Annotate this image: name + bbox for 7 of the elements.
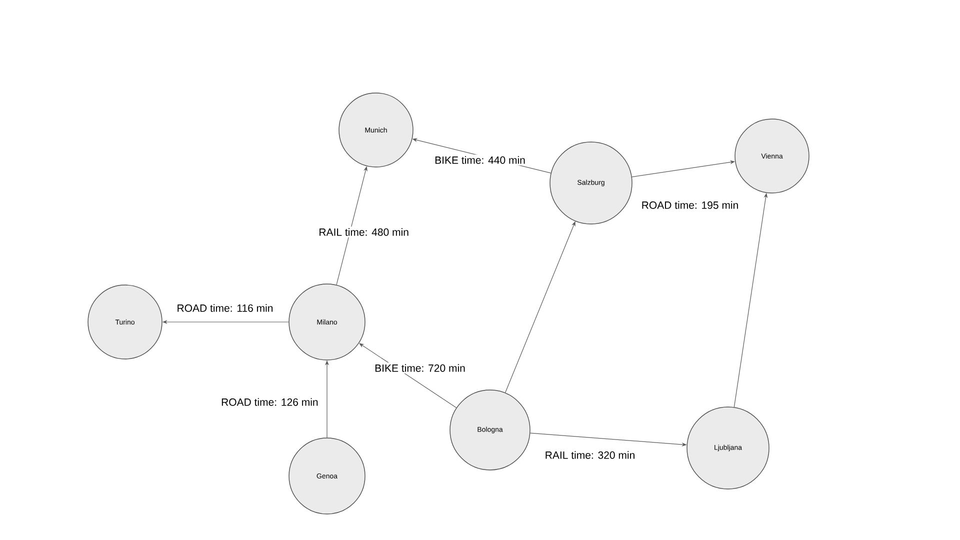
edge-label: BIKE time: 720 min — [373, 362, 467, 374]
edge-label: ROAD time: 116 min — [175, 302, 275, 314]
edge-label: RAIL time: 320 min — [543, 450, 637, 460]
edge-label: RAIL time: 480 min — [317, 226, 410, 238]
edge-label: BIKE time: 440 min — [433, 154, 527, 166]
edge-label: ROAD time: 195 min — [640, 200, 740, 210]
edge-label: ROAD time: 126 min — [220, 396, 320, 408]
